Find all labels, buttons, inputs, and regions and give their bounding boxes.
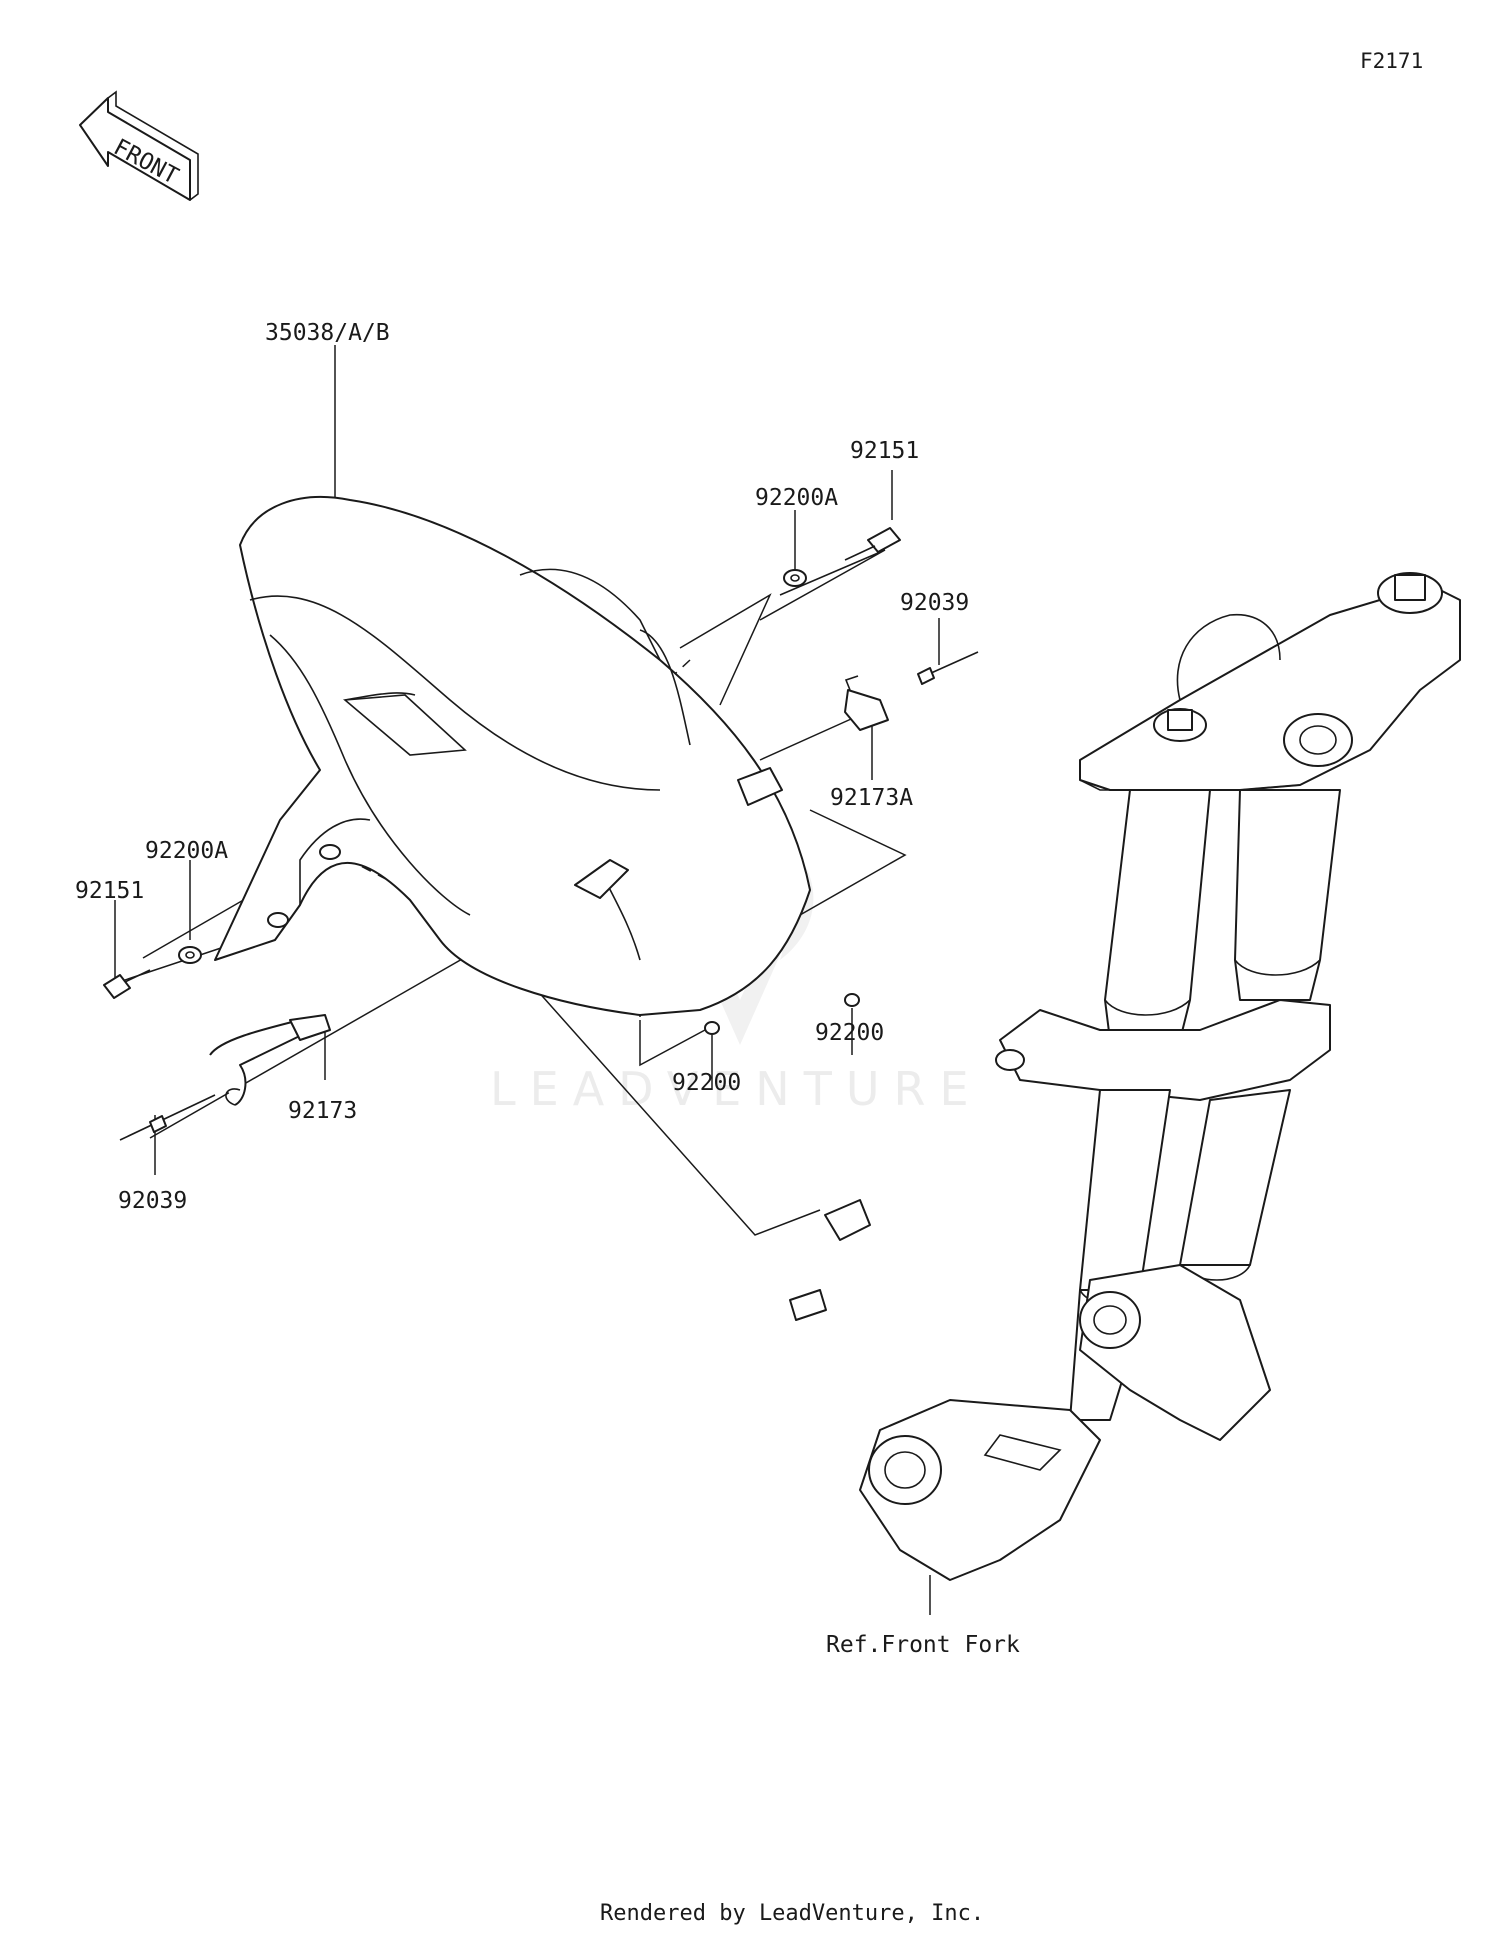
washer-left-icon	[178, 946, 202, 964]
callout-bolt-left: 92151	[75, 878, 144, 904]
callout-pin-right: 92039	[900, 590, 969, 616]
watermark-text: LEADVENTURE	[490, 1062, 983, 1116]
nut-right-icon	[844, 993, 860, 1007]
callout-ref-front-fork: Ref.Front Fork	[826, 1632, 1020, 1658]
callout-nut-right: 92200	[815, 1020, 884, 1046]
clamp-right-icon	[844, 675, 889, 731]
pin-left-icon	[119, 1094, 216, 1141]
callout-bolt-right: 92151	[850, 438, 919, 464]
nut-center-icon	[704, 1021, 720, 1035]
clamp-left-icon	[209, 1014, 331, 1106]
footer-credit: Rendered by LeadVenture, Inc.	[600, 1901, 984, 1926]
callout-clamp-right: 92173A	[830, 785, 913, 811]
pin-right-icon	[917, 651, 979, 685]
front-arrow-icon: FRONT	[79, 90, 199, 201]
washer-right-icon	[783, 569, 807, 587]
bolt-right-icon	[844, 527, 901, 561]
callout-nut-center: 92200	[672, 1070, 741, 1096]
callout-clamp-left: 92173	[288, 1098, 357, 1124]
bolt-left-icon	[103, 969, 151, 999]
callout-washer-left: 92200A	[145, 838, 228, 864]
callout-labels: 35038/A/B 92151 92200A 92039 92173A 9220…	[75, 320, 1020, 1658]
diagram-code: F2171	[1360, 49, 1423, 73]
front-fender	[214, 496, 811, 1016]
callout-pin-left: 92039	[118, 1188, 187, 1214]
callout-washer-right: 92200A	[755, 485, 838, 511]
callout-fender: 35038/A/B	[265, 320, 390, 346]
front-fork-assembly	[789, 572, 1461, 1581]
